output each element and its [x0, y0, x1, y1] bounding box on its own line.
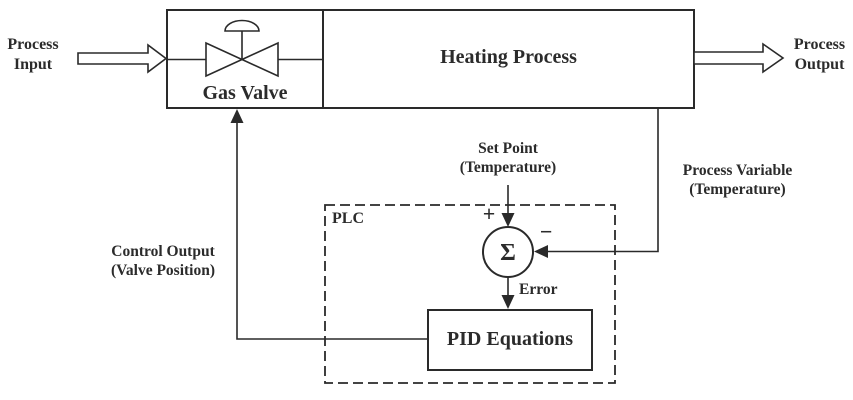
error-arrowhead-icon: [501, 295, 515, 309]
process-variable-feedback-line: [546, 109, 659, 253]
control-output-label: Control Output (Valve Position): [110, 243, 216, 280]
pid-equations-label: PID Equations: [446, 328, 574, 350]
error-label: Error: [519, 281, 558, 298]
process-input-block-arrow-icon: [77, 43, 168, 74]
process-output-block-arrow-icon: [693, 42, 785, 74]
sum-sigma-symbol: Σ: [500, 240, 516, 266]
feedback-arrowhead-icon: [534, 245, 548, 258]
heating-process-label: Heating Process: [440, 46, 577, 68]
control-output-arrowhead-icon: [230, 109, 244, 123]
control-output-line: [236, 112, 428, 340]
pid-equations-box: [427, 309, 593, 371]
set-point-arrowhead-icon: [501, 213, 515, 227]
plc-label: PLC: [332, 210, 364, 227]
process-variable-label: Process Variable (Temperature): [682, 162, 793, 199]
process-output-label: Process Output: [793, 36, 846, 73]
set-point-label: Set Point (Temperature): [459, 140, 557, 177]
process-box: [166, 9, 695, 109]
gas-valve-label: Gas Valve: [202, 82, 288, 104]
sum-minus-sign: −: [539, 219, 553, 244]
sum-plus-sign: +: [482, 201, 496, 226]
plc-dashed-box: [324, 204, 616, 384]
process-input-label: Process Input: [7, 36, 59, 73]
control-valve-icon: [167, 19, 323, 78]
